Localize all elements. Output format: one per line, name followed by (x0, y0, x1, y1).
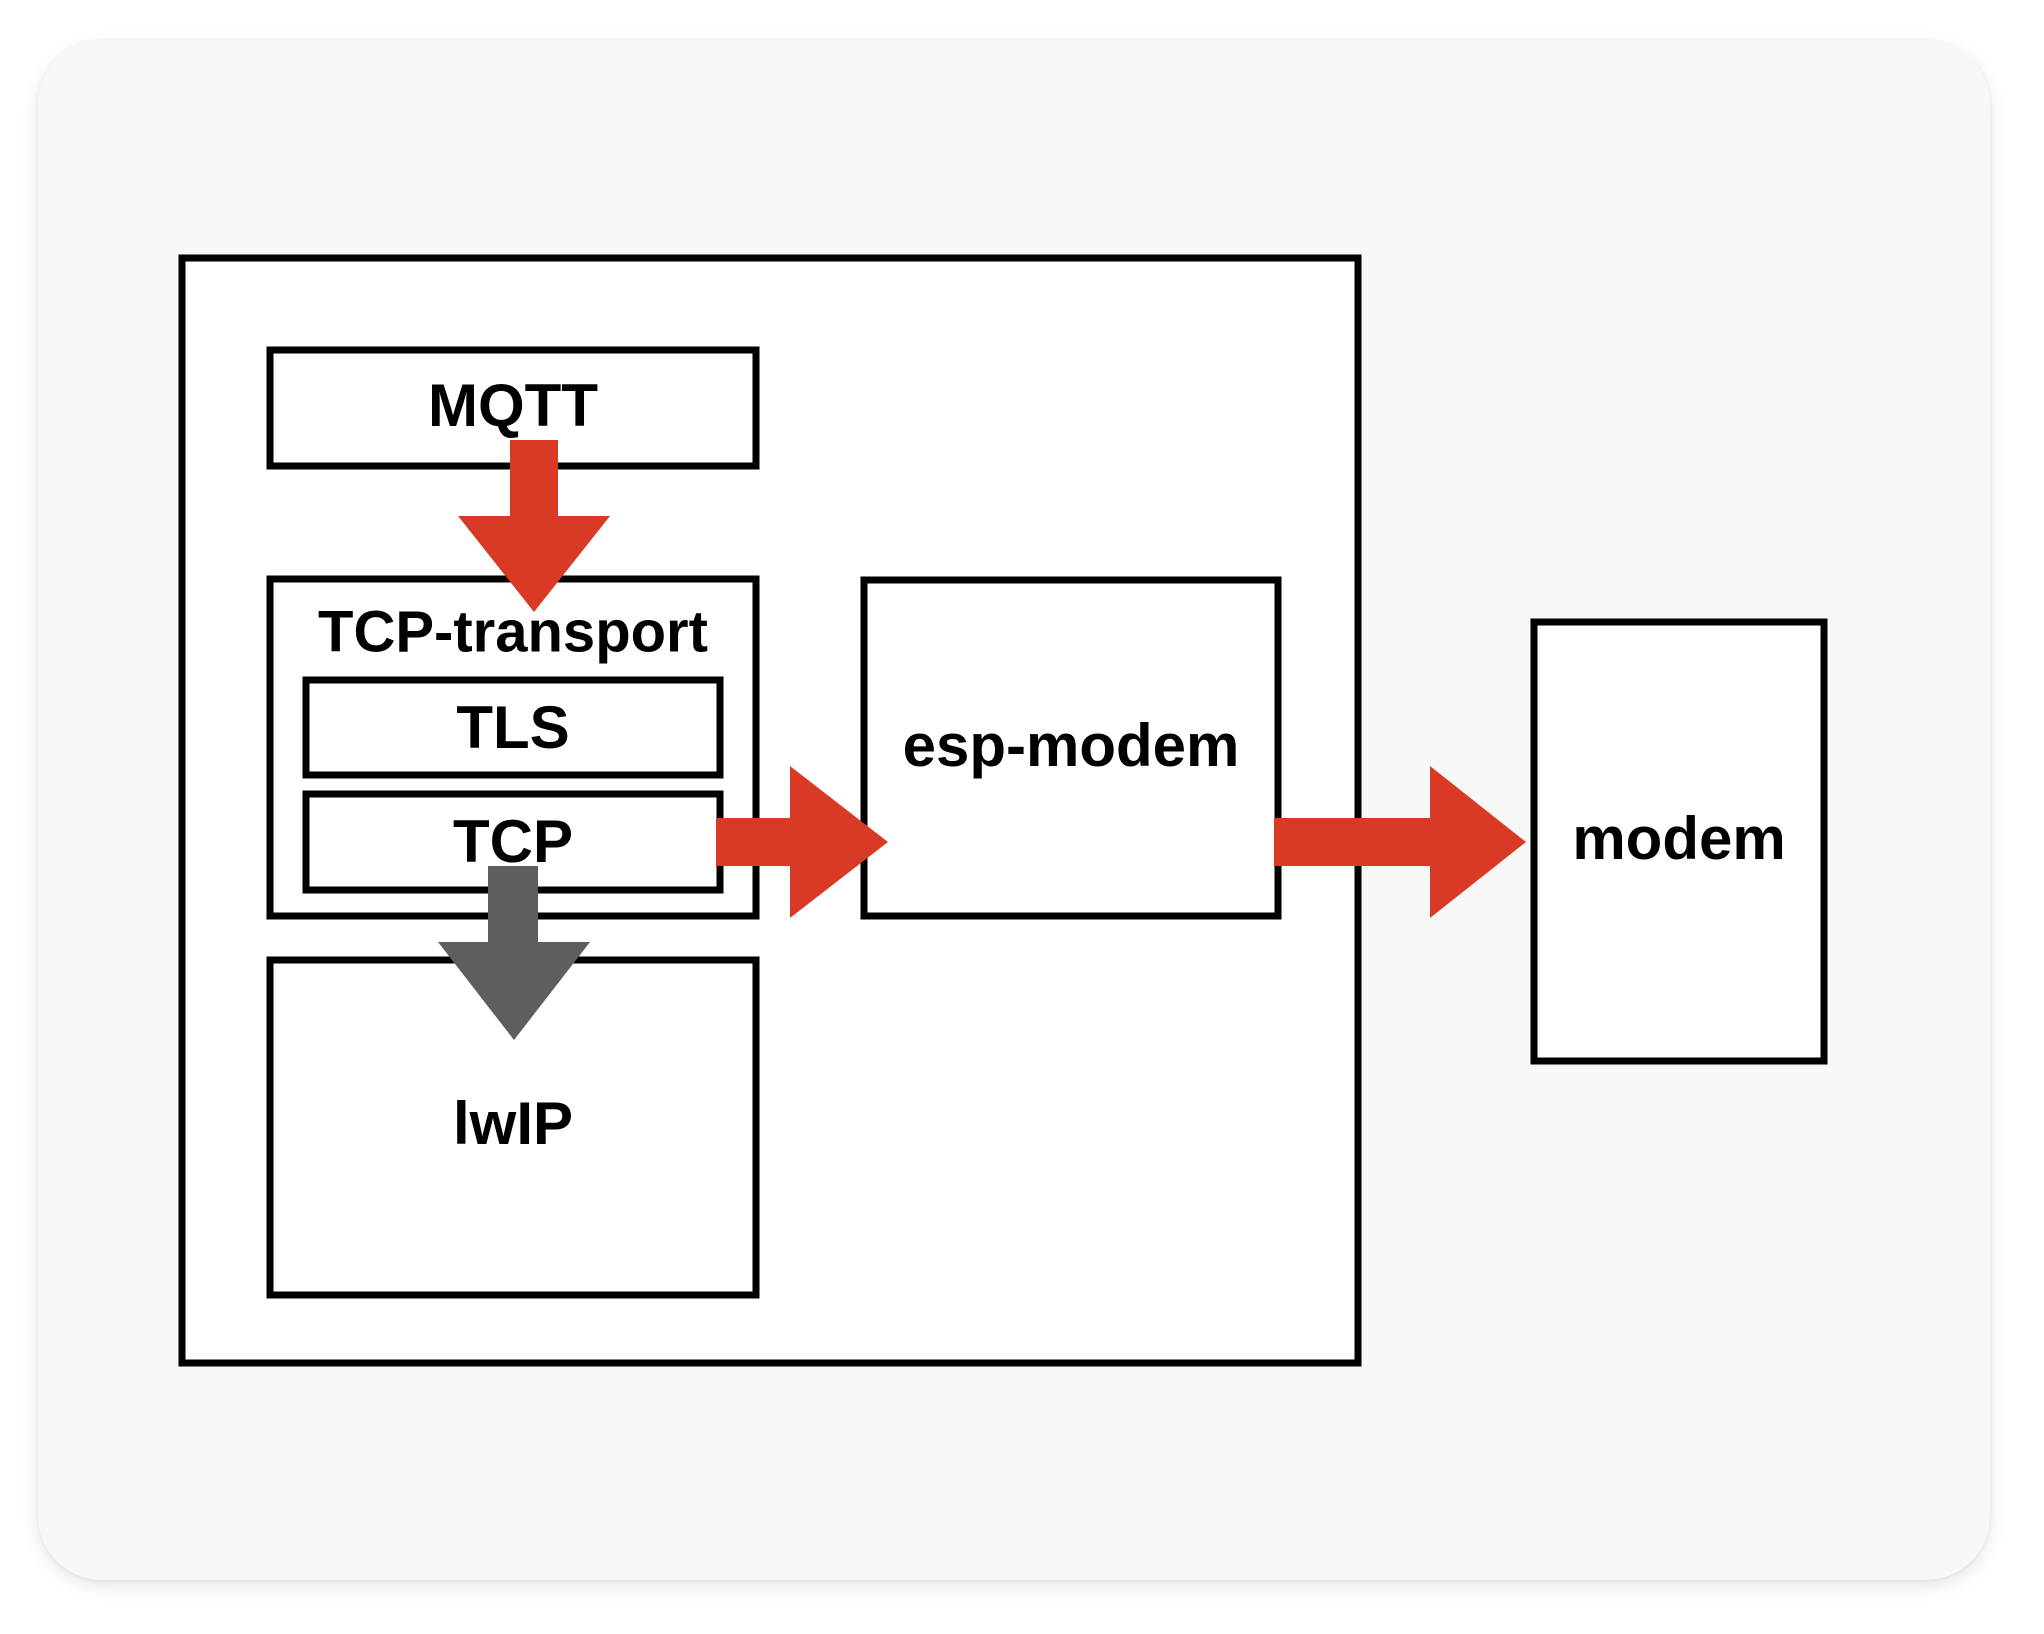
esp-modem-box (860, 576, 1282, 920)
tcp-transport-label: TCP-transport (318, 599, 708, 664)
lwip-label: lwIP (453, 1090, 573, 1157)
mqtt-label: MQTT (428, 372, 598, 439)
esp-modem-to-modem-arrow (1274, 766, 1526, 918)
lwip-box (266, 956, 760, 1299)
esp-modem-label: esp-modem (903, 712, 1240, 779)
tcp-to-lwip-arrow (438, 866, 590, 1040)
modem-box (1530, 618, 1828, 1065)
tls-label: TLS (456, 694, 569, 761)
mqtt-to-tcp-transport-arrow (458, 440, 610, 612)
tcp-to-esp-modem-arrow (716, 766, 888, 918)
tls-box (302, 676, 724, 779)
tcp-label: TCP (453, 808, 573, 875)
modem-label: modem (1572, 805, 1785, 872)
